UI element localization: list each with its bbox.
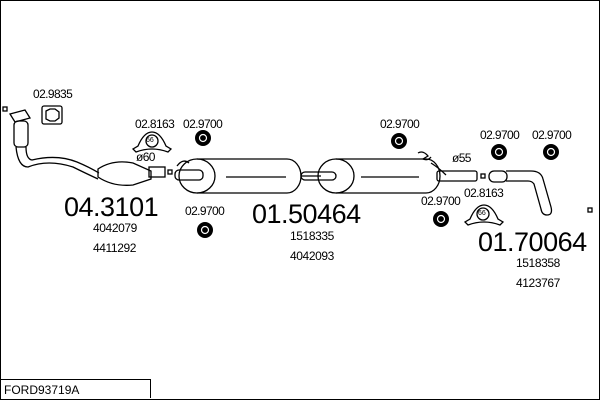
gasket-label: 02.9835 — [33, 87, 73, 101]
gasket-icon — [41, 105, 63, 125]
tail-pipe — [488, 170, 553, 216]
center-silencer — [174, 151, 486, 194]
end-marker — [587, 207, 593, 213]
end-marker — [2, 106, 8, 112]
diameter-front: ø60 — [136, 150, 155, 164]
part-number: 01.50464 — [252, 199, 361, 229]
oem-number: 1518335 — [290, 229, 334, 243]
diameter-rear: ø55 — [452, 151, 471, 165]
rubber-label: 02.9700 — [183, 117, 223, 131]
rubber-label: 02.9700 — [480, 128, 520, 142]
clamp-size: 66 — [146, 137, 154, 144]
front-pipe-catalyst — [8, 109, 173, 186]
rubber-mount-icons — [195, 130, 559, 238]
clamp-icon — [463, 204, 505, 226]
clamp-icon — [131, 131, 173, 153]
rubber-label: 02.9700 — [185, 204, 225, 218]
oem-number: 4042093 — [290, 249, 334, 263]
rubber-label: 02.9700 — [380, 117, 420, 131]
clamp-label: 02.8163 — [135, 117, 175, 131]
oem-number: 1518358 — [516, 256, 560, 270]
clamp-label: 02.8163 — [464, 186, 504, 200]
vehicle-code: FORD93719A — [1, 379, 151, 398]
oem-number: 4123767 — [516, 276, 560, 290]
part-number: 04.3101 — [64, 192, 159, 222]
clamp-size: 66 — [478, 210, 486, 217]
rubber-label: 02.9700 — [532, 128, 572, 142]
part-number: 01.70064 — [478, 227, 587, 257]
oem-number: 4411292 — [93, 241, 137, 255]
rubber-label: 02.9700 — [421, 194, 461, 208]
oem-number: 4042079 — [93, 221, 137, 235]
